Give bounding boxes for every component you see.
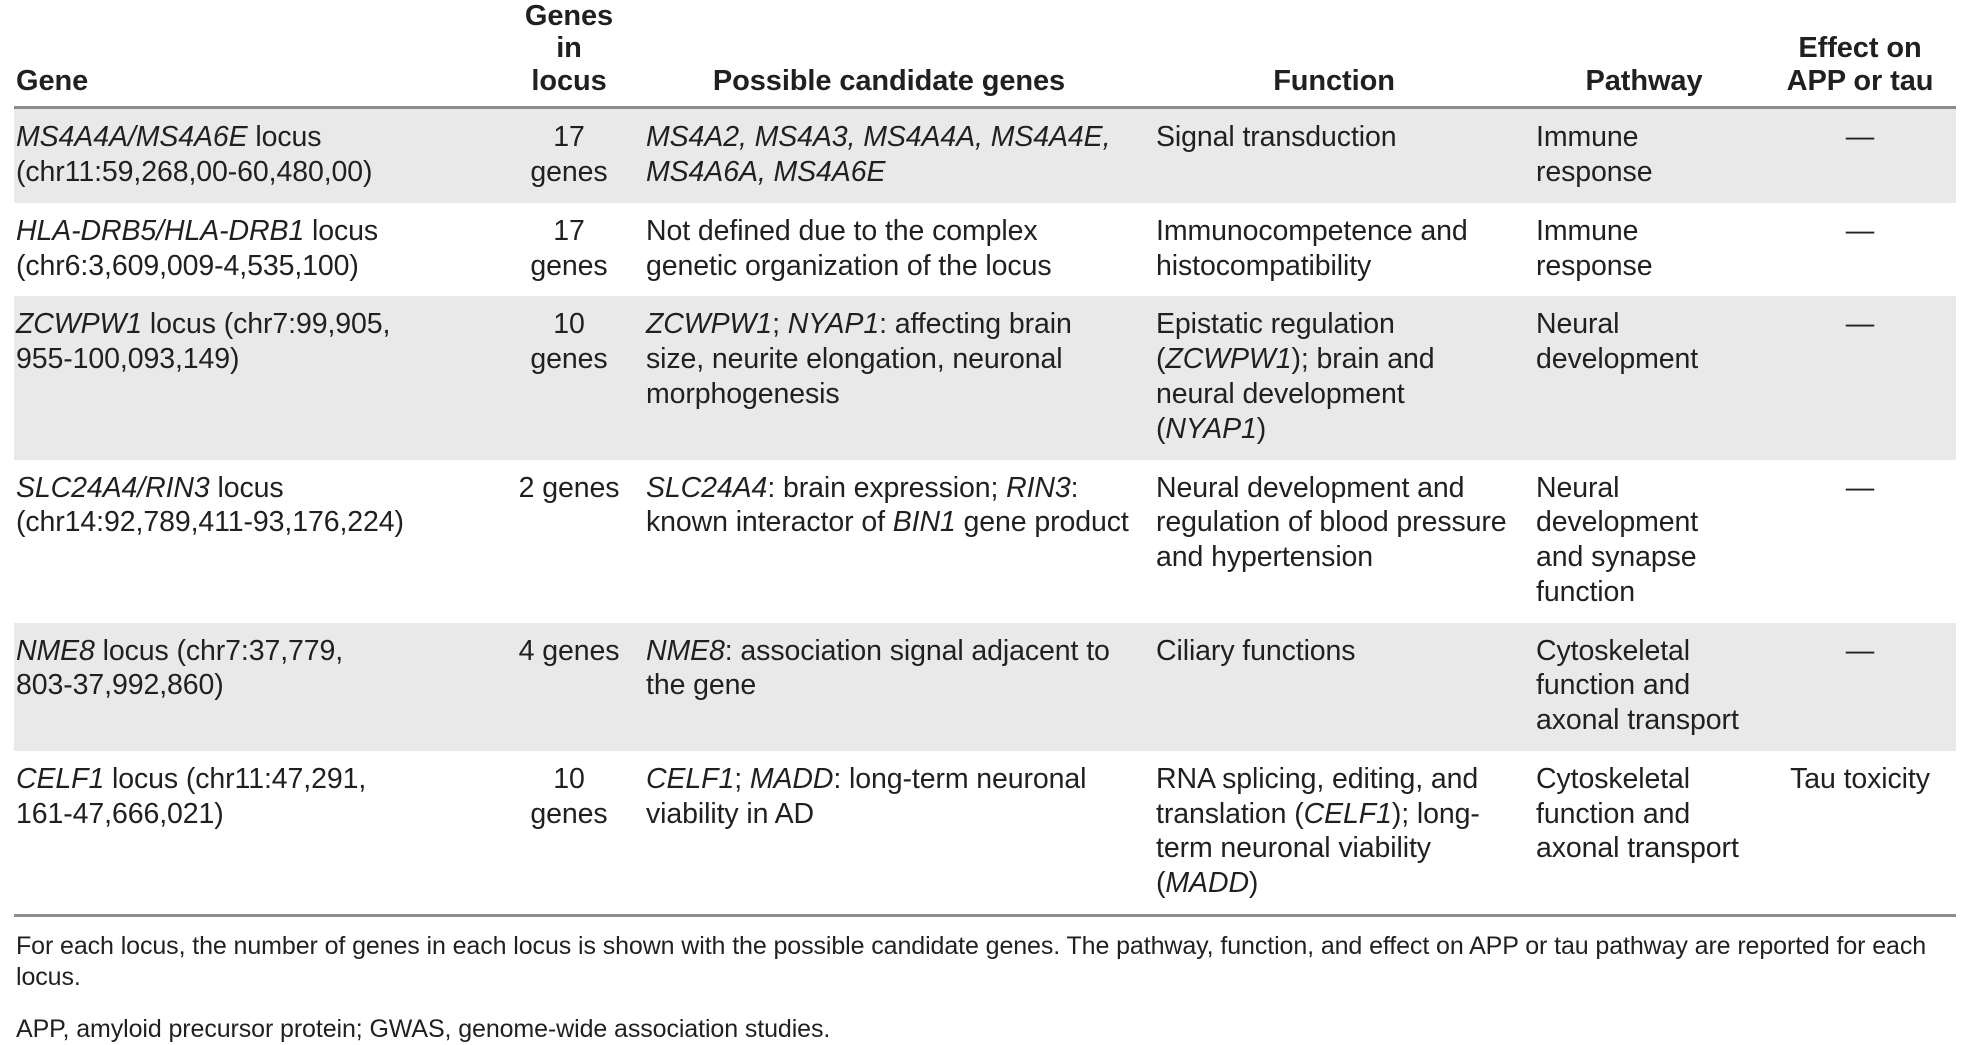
cell-effect: Tau toxicity bbox=[1764, 750, 1956, 917]
cell-candidate-genes: CELF1; MADD: long-term neuronal viabilit… bbox=[634, 750, 1144, 917]
column-header-gene: Gene bbox=[14, 0, 504, 110]
cell-pathway: Immune response bbox=[1524, 202, 1764, 297]
gene-suffix: locus (chr7:37,779, bbox=[94, 634, 344, 667]
gene-suffix: locus bbox=[247, 121, 322, 154]
cell-candidate-genes: Not defined due to the complex genetic o… bbox=[634, 202, 1144, 297]
gene-suffix: locus (chr7:99,905, bbox=[142, 308, 391, 341]
cell-effect: — bbox=[1764, 459, 1956, 623]
gene-symbol: SLC24A4/RIN3 bbox=[16, 471, 210, 504]
gene-symbol: CELF1 bbox=[16, 762, 105, 795]
cell-genes-in-locus: 4 genes bbox=[504, 622, 634, 751]
candidate-gene-1: SLC24A4 bbox=[646, 471, 768, 504]
column-header-function: Function bbox=[1144, 0, 1524, 110]
column-header-function-label: Function bbox=[1273, 64, 1395, 97]
cell-genes-in-locus: 17 genes bbox=[504, 202, 634, 297]
gene-coordinates: 803-37,992,860) bbox=[16, 669, 224, 702]
gene-suffix: locus bbox=[304, 214, 378, 247]
cell-function: RNA splicing, editing, and translation (… bbox=[1144, 750, 1524, 917]
gene-coordinates: 955-100,093,149) bbox=[16, 343, 240, 376]
column-header-candidate-genes-label: Possible candidate genes bbox=[712, 64, 1066, 97]
cell-effect: — bbox=[1764, 107, 1956, 203]
gene-symbol: HLA-DRB5/HLA-DRB1 bbox=[16, 214, 305, 247]
column-header-genes-in-locus-line2: locus bbox=[531, 64, 607, 97]
cell-gene: HLA-DRB5/HLA-DRB1 locus(chr6:3,609,009-4… bbox=[14, 202, 504, 297]
column-header-pathway-label: Pathway bbox=[1585, 64, 1703, 97]
cell-gene: CELF1 locus (chr11:47,291,161-47,666,021… bbox=[14, 750, 504, 917]
gene-suffix: locus bbox=[209, 471, 284, 504]
candidate-gene-2: RIN3 bbox=[1006, 471, 1071, 504]
footnote-abbreviations: APP, amyloid precursor protein; GWAS, ge… bbox=[16, 1014, 831, 1043]
column-header-candidate-genes: Possible candidate genes bbox=[634, 0, 1144, 110]
cell-effect: — bbox=[1764, 622, 1956, 751]
table-row: NME8 locus (chr7:37,779,803-37,992,860) … bbox=[14, 622, 1956, 751]
gene-symbol: ZCWPW1 bbox=[16, 308, 143, 341]
cell-function: Neural development and regulation of blo… bbox=[1144, 459, 1524, 623]
candidate-gene-1: NME8 bbox=[646, 634, 725, 667]
table-row: HLA-DRB5/HLA-DRB1 locus(chr6:3,609,009-4… bbox=[14, 202, 1956, 297]
candidate-gene-2: NYAP1 bbox=[787, 308, 880, 341]
cell-gene: NME8 locus (chr7:37,779,803-37,992,860) bbox=[14, 622, 504, 751]
cell-genes-in-locus: 2 genes bbox=[504, 459, 634, 623]
cell-genes-in-locus: 10 genes bbox=[504, 750, 634, 917]
footnote-description: For each locus, the number of genes in e… bbox=[16, 931, 1927, 992]
cell-effect: — bbox=[1764, 296, 1956, 460]
cell-gene: SLC24A4/RIN3 locus(chr14:92,789,411-93,1… bbox=[14, 459, 504, 623]
candidate-gene-3: BIN1 bbox=[892, 506, 956, 539]
column-header-effect-line2: APP or tau bbox=[1786, 64, 1934, 97]
table-row: CELF1 locus (chr11:47,291,161-47,666,021… bbox=[14, 750, 1956, 917]
cell-candidate-genes: ZCWPW1; NYAP1: affecting brain size, neu… bbox=[634, 296, 1144, 460]
column-header-pathway: Pathway bbox=[1524, 0, 1764, 110]
cell-candidate-genes: MS4A2, MS4A3, MS4A4A, MS4A4E, MS4A6A, MS… bbox=[634, 107, 1144, 203]
table-footnotes: For each locus, the number of genes in e… bbox=[14, 931, 1956, 1045]
cell-function: Ciliary functions bbox=[1144, 622, 1524, 751]
cell-effect: — bbox=[1764, 202, 1956, 297]
table-body: MS4A4A/MS4A6E locus(chr11:59,268,00-60,4… bbox=[14, 107, 1956, 917]
cell-genes-in-locus: 17 genes bbox=[504, 107, 634, 203]
cell-function: Immunocompetence and histocompatibility bbox=[1144, 202, 1524, 297]
gene-coordinates: (chr11:59,268,00-60,480,00) bbox=[16, 156, 373, 189]
gene-symbol: MS4A4A/MS4A6E bbox=[16, 121, 248, 154]
table-row: ZCWPW1 locus (chr7:99,905,955-100,093,14… bbox=[14, 296, 1956, 460]
candidate-gene-1: CELF1 bbox=[646, 762, 735, 795]
candidate-gene-2: MADD bbox=[749, 762, 834, 795]
candidate-gene-1: ZCWPW1 bbox=[646, 308, 773, 341]
gene-coordinates: 161-47,666,021) bbox=[16, 797, 224, 830]
function-gene-2: MADD bbox=[1165, 867, 1249, 900]
column-header-gene-label: Gene bbox=[16, 64, 89, 97]
gene-suffix: locus (chr11:47,291, bbox=[104, 762, 367, 795]
cell-genes-in-locus: 10 genes bbox=[504, 296, 634, 460]
function-gene-1: CELF1 bbox=[1303, 797, 1392, 830]
cell-pathway: Cytoskeletal function and axonal transpo… bbox=[1524, 622, 1764, 751]
cell-pathway: Neural development bbox=[1524, 296, 1764, 460]
cell-function: Epistatic regulation (ZCWPW1); brain and… bbox=[1144, 296, 1524, 460]
column-header-genes-in-locus-line1: Genes in bbox=[524, 0, 614, 65]
cell-candidate-genes: NME8: association signal adjacent to the… bbox=[634, 622, 1144, 751]
column-header-effect-line1: Effect on bbox=[1798, 32, 1922, 65]
function-gene-2: NYAP1 bbox=[1165, 412, 1257, 445]
table-row: SLC24A4/RIN3 locus(chr14:92,789,411-93,1… bbox=[14, 459, 1956, 623]
function-gene-1: ZCWPW1 bbox=[1165, 343, 1292, 376]
cell-pathway: Neural development and synapse function bbox=[1524, 459, 1764, 623]
cell-gene: MS4A4A/MS4A6E locus(chr11:59,268,00-60,4… bbox=[14, 107, 504, 203]
candidate-genes-italic: MS4A2, MS4A3, MS4A4A, MS4A4E, MS4A6A, MS… bbox=[646, 121, 1111, 189]
gene-coordinates: (chr14:92,789,411-93,176,224) bbox=[16, 506, 404, 539]
gene-symbol: NME8 bbox=[16, 634, 95, 667]
cell-gene: ZCWPW1 locus (chr7:99,905,955-100,093,14… bbox=[14, 296, 504, 460]
gene-coordinates: (chr6:3,609,009-4,535,100) bbox=[16, 249, 359, 282]
cell-pathway: Immune response bbox=[1524, 107, 1764, 203]
cell-candidate-genes: SLC24A4: brain expression; RIN3: known i… bbox=[634, 459, 1144, 623]
table-row: MS4A4A/MS4A6E locus(chr11:59,268,00-60,4… bbox=[14, 107, 1956, 203]
cell-pathway: Cytoskeletal function and axonal transpo… bbox=[1524, 750, 1764, 917]
cell-function: Signal transduction bbox=[1144, 107, 1524, 203]
